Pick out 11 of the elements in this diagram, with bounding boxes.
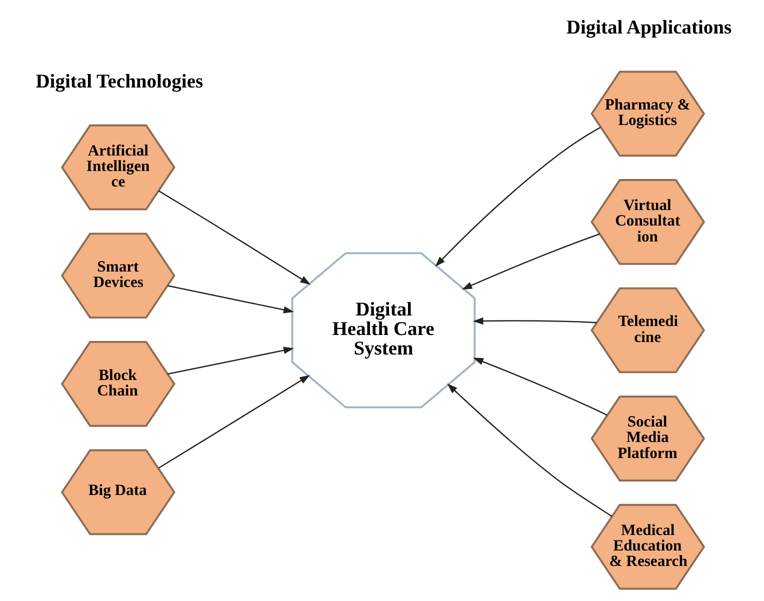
arrow [461, 233, 600, 290]
arrow [167, 285, 294, 314]
arrow [446, 384, 612, 517]
arrow [472, 317, 596, 325]
label: Digital Technologies [35, 71, 203, 92]
arrow [158, 374, 310, 469]
arrow [167, 346, 294, 375]
arrow [472, 358, 607, 416]
arrow [434, 126, 600, 267]
label: Digital Applications [566, 18, 732, 39]
arrow [158, 190, 310, 285]
